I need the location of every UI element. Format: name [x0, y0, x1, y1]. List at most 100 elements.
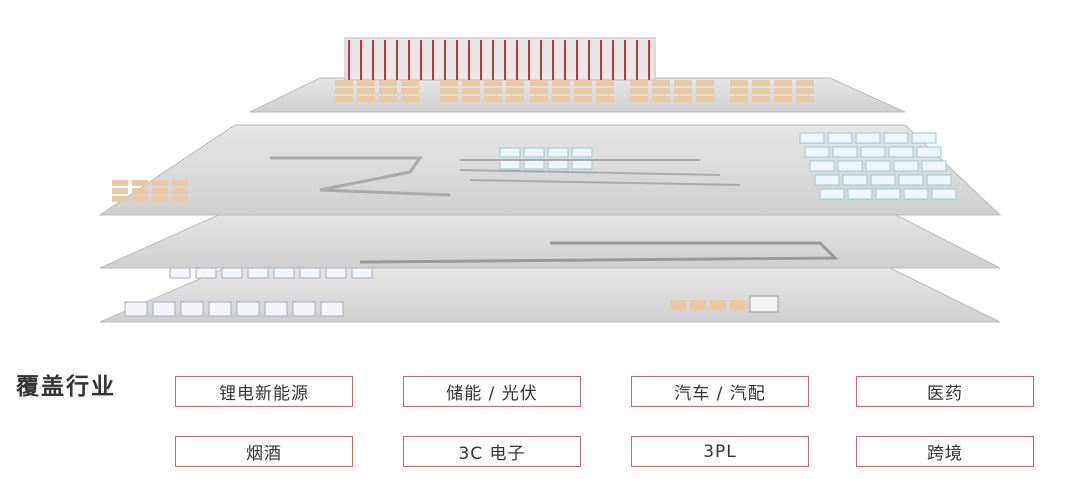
pallet-box	[696, 88, 714, 94]
pallet-box	[112, 196, 128, 202]
pallet-box	[152, 180, 168, 186]
pallet-boxes	[112, 80, 814, 310]
tote	[893, 160, 919, 172]
industry-tag: 储能 / 光伏	[403, 376, 581, 407]
rack-upright	[648, 40, 650, 80]
pallet-box	[357, 80, 375, 86]
tote	[325, 267, 347, 279]
pallet-box	[172, 188, 188, 194]
pallet-box	[796, 80, 814, 86]
rack-upright	[552, 40, 554, 80]
pallet-box	[552, 96, 570, 102]
pallet-box	[552, 88, 570, 94]
tote	[903, 188, 929, 200]
pallet-box	[172, 180, 188, 186]
pallet-box	[152, 188, 168, 194]
tote	[124, 301, 148, 317]
pallet-box	[630, 96, 648, 102]
tote	[842, 174, 868, 186]
pallet-box	[112, 180, 128, 186]
rack-upright	[480, 40, 482, 80]
tote	[860, 146, 886, 158]
pallet-box	[506, 80, 524, 86]
tote	[916, 146, 942, 158]
pallet-box	[652, 88, 670, 94]
rack-upright	[540, 40, 542, 80]
tote	[299, 267, 321, 279]
tote	[169, 267, 191, 279]
pallet-box	[132, 180, 148, 186]
tote	[571, 159, 593, 170]
rack-upright	[516, 40, 518, 80]
tote	[547, 147, 569, 158]
warehouse-illustration	[98, 37, 1002, 323]
pallet-box	[674, 96, 692, 102]
floor-level-4	[249, 77, 906, 113]
pallet-box	[730, 300, 746, 310]
pallet-box	[796, 96, 814, 102]
tote	[799, 132, 825, 144]
rack-upright	[564, 40, 566, 80]
tote	[809, 160, 835, 172]
pallet-box	[552, 80, 570, 86]
tote	[888, 146, 914, 158]
pallet-box	[574, 80, 592, 86]
rack-upright	[576, 40, 578, 80]
pallet-box	[379, 80, 397, 86]
tote	[320, 301, 344, 317]
pallet-box	[357, 96, 375, 102]
pallet-box	[132, 196, 148, 202]
tote	[195, 267, 217, 279]
rack-upright	[468, 40, 470, 80]
tote	[351, 267, 373, 279]
agv-tugger	[749, 295, 779, 313]
rack-upright	[636, 40, 638, 80]
tote	[870, 174, 896, 186]
tote	[931, 188, 957, 200]
pallet-box	[335, 88, 353, 94]
tote	[236, 301, 260, 317]
industry-tag: 锂电新能源	[175, 376, 353, 407]
tote	[247, 267, 269, 279]
tote	[208, 301, 232, 317]
rack-upright	[624, 40, 626, 80]
pallet-box	[696, 96, 714, 102]
pallet-box	[484, 88, 502, 94]
pallet-box	[440, 88, 458, 94]
tote	[875, 188, 901, 200]
tote	[898, 174, 924, 186]
pallet-box	[335, 80, 353, 86]
pallet-box	[596, 80, 614, 86]
pallet-box	[752, 88, 770, 94]
pallet-box	[596, 88, 614, 94]
pallet-box	[506, 88, 524, 94]
rack-upright	[528, 40, 530, 80]
rack-upright	[492, 40, 494, 80]
industry-tag: 跨境	[856, 436, 1034, 467]
tote	[827, 132, 853, 144]
rack-upright	[372, 40, 374, 80]
conveyor	[270, 156, 451, 197]
pallet-box	[152, 196, 168, 202]
tote	[152, 301, 176, 317]
pallet-box	[730, 96, 748, 102]
pallet-box	[401, 80, 419, 86]
pallet-box	[710, 300, 726, 310]
tote	[819, 188, 845, 200]
tote	[499, 147, 521, 158]
tote	[911, 132, 937, 144]
rack-upright	[432, 40, 434, 80]
pallet-box	[530, 80, 548, 86]
industry-tag: 医药	[856, 376, 1034, 407]
tote	[847, 188, 873, 200]
rack-upright	[600, 40, 602, 80]
pallet-box	[574, 88, 592, 94]
rack-upright	[396, 40, 398, 80]
tote	[264, 301, 288, 317]
tote	[837, 160, 863, 172]
industry-tag: 3PL	[631, 436, 809, 467]
pallet-box	[401, 88, 419, 94]
pallet-box	[670, 300, 686, 310]
tote	[292, 301, 316, 317]
pallet-box	[730, 88, 748, 94]
